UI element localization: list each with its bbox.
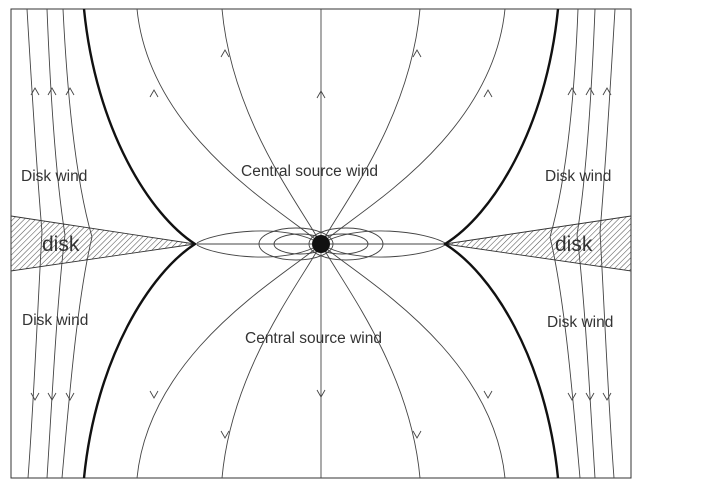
arrow-up-disk-right-3 (567, 87, 577, 96)
label-disk-wind-lower-right: Disk wind (547, 314, 613, 331)
disk-left (10, 215, 196, 272)
arrow-down-disk-right-1 (602, 392, 612, 401)
magnetosphere-loop-right-outer (308, 227, 384, 261)
central-wind-line-lower-6 (320, 243, 446, 258)
central-wind-line-upper-3 (320, 9, 421, 245)
label-disk-right: disk (555, 233, 593, 256)
central-wind-line-upper-1 (136, 9, 322, 245)
arrow-up-disk-left-1 (30, 87, 40, 96)
arrow-up-central-1 (149, 89, 159, 98)
arrow-down-central-4 (483, 390, 493, 399)
arrow-down-disk-left-1 (30, 392, 40, 401)
central-wind-line-upper-6 (320, 230, 446, 245)
arrow-up-disk-right-1 (602, 87, 612, 96)
arrow-up-central-3 (412, 49, 422, 58)
arrow-up-disk-right-2 (585, 87, 595, 96)
arrow-down-disk-left-3 (65, 392, 75, 401)
central-wind-line-upper-2 (221, 9, 322, 245)
central-wind-line-lower-3 (320, 243, 421, 478)
magnetosphere-loop-left-outer (258, 227, 334, 261)
central-wind-line-upper-5 (196, 230, 322, 245)
separatrix-right (442, 9, 560, 478)
label-central-source-wind-lower: Central source wind (245, 330, 382, 347)
label-central-source-wind-upper: Central source wind (241, 163, 378, 180)
label-disk-wind-upper-left: Disk wind (21, 168, 87, 185)
central-wind-line-lower-1 (136, 243, 322, 478)
central-wind-line-lower-2 (221, 243, 322, 478)
disk-right (444, 215, 632, 272)
arrow-up-disk-left-3 (65, 87, 75, 96)
central-wind-line-lower-4 (320, 243, 506, 478)
arrow-down-axis (316, 389, 326, 398)
separatrix-left (82, 9, 198, 478)
label-disk-left: disk (42, 233, 80, 256)
central-wind-line-lower-5 (196, 243, 322, 258)
arrow-up-axis (316, 90, 326, 99)
arrow-down-central-3 (412, 430, 422, 439)
arrow-down-disk-right-3 (567, 392, 577, 401)
arrow-down-disk-right-2 (585, 392, 595, 401)
arrow-up-central-2 (220, 49, 230, 58)
label-disk-wind-lower-left: Disk wind (22, 312, 88, 329)
arrow-down-central-2 (220, 430, 230, 439)
arrow-up-central-4 (483, 89, 493, 98)
arrow-up-disk-left-2 (47, 87, 57, 96)
label-disk-wind-upper-right: Disk wind (545, 168, 611, 185)
arrow-down-central-1 (149, 390, 159, 399)
central-source (312, 235, 330, 253)
arrow-down-disk-left-2 (47, 392, 57, 401)
central-wind-line-upper-4 (320, 9, 506, 245)
